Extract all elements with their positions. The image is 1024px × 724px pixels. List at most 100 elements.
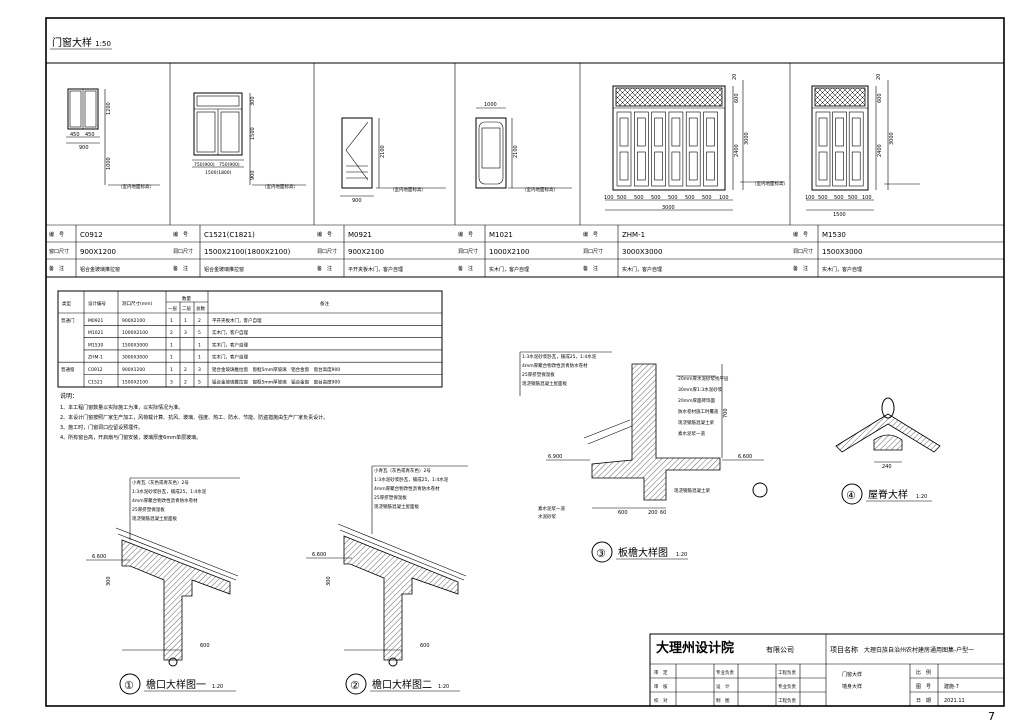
- info-4-note: 实木门，客户自理: [622, 266, 662, 273]
- slab-eave-detail: 1:3水泥砂浆卧瓦，铺成25，1:4水泥 4mm厚聚合物改性沥青防水卷材 25厚…: [519, 351, 768, 563]
- info-0-note-label: 备 注: [49, 265, 64, 272]
- info-1-note-label: 备 注: [173, 265, 188, 272]
- d3-dim-4: 700: [723, 408, 729, 418]
- c1521-dim-top: 300: [250, 96, 256, 106]
- company-name: 大理州设计院: [656, 640, 734, 656]
- schedule-row-4-total: 3: [198, 367, 201, 373]
- title-block-cell-0-2: 专业负责: [716, 669, 734, 676]
- schedule-row-0-size: 900X2100: [122, 318, 145, 324]
- d2-scale: 1:20: [438, 684, 449, 690]
- info-5-note: 实木门，客户自理: [822, 266, 862, 273]
- zhm1-dim-8: 100: [719, 195, 729, 201]
- zhm1-dim-5: 500: [668, 195, 678, 201]
- schedule-row-0-code: M0921: [88, 318, 103, 324]
- schedule-row-4-size: 900X1200: [122, 367, 145, 373]
- schedule-row-5-total: 5: [198, 379, 201, 385]
- title-block-cell-1-2: 设 计: [716, 683, 730, 690]
- schedule-row-0-f1: 1: [170, 318, 173, 324]
- m1530-dim-h2: 2400: [877, 144, 883, 157]
- info-5-code: M1530: [822, 231, 846, 239]
- c1521-dim-w1: 750(900): [194, 162, 215, 168]
- d3-scale: 1:20: [676, 552, 687, 558]
- d4-title: 屋脊大样: [868, 488, 908, 501]
- c1521-floor-label: （室内地面标高）: [262, 183, 298, 190]
- schedule-row-2-note: 实木门，客户自理: [212, 341, 248, 348]
- header-title: 门窗大样 1:50: [52, 36, 111, 49]
- title-block-cell-2-4: 工程负责: [778, 697, 796, 704]
- info-5-note-label: 备 注: [793, 265, 808, 272]
- title-block-cell-1-0: 审 核: [654, 683, 668, 690]
- d1-layer-4: 25厚挤塑保温板: [132, 506, 165, 513]
- sheet-frame: [45, 17, 1005, 707]
- d2-title: 檐口大样图二: [372, 678, 432, 691]
- d1-dim-1: 300: [106, 576, 112, 586]
- m1021-elevation: 1000 2100 （室内地面标高）: [475, 102, 572, 193]
- c1521-dim-w2: 750(900): [219, 162, 240, 168]
- d2-layer-5: 现浇钢筋混凝土屋面板: [374, 503, 419, 510]
- schedule-row-3-note: 实木门，客户自理: [212, 354, 248, 361]
- schedule-row-1-total: 5: [198, 330, 201, 336]
- title-block-cell-0-4: 工程负责: [778, 669, 796, 676]
- info-1-size-label: 洞口尺寸: [173, 248, 193, 255]
- schedule-row-1-f2: 3: [184, 330, 187, 336]
- c1521-dim-h: 1500: [250, 127, 256, 140]
- schedule-header-4: 备注: [320, 300, 329, 307]
- d3-note-3: 现浇钢筋混凝土梁: [674, 487, 710, 494]
- c0912-dim-h1: 1200: [106, 102, 112, 115]
- schedule-row-2-total: 1: [198, 342, 201, 348]
- zhm1-dim-4: 500: [651, 195, 661, 201]
- schedule-row-4-f1: 1: [170, 367, 173, 373]
- zhm1-dim-h3: 3000: [744, 132, 750, 145]
- d1-number-circle: [119, 673, 141, 695]
- d3-layer-5: 20mm厚水泥砂浆找平层: [678, 375, 729, 382]
- project-name: 大理白族自治州农村建房通用图集-户型一: [864, 646, 974, 654]
- info-5-size-label: 洞口尺寸: [793, 248, 813, 255]
- info-3-size-label: 洞口尺寸: [458, 248, 478, 255]
- schedule-row-5-f1: 3: [170, 379, 173, 385]
- d3-layer-10: 素水泥浆一道: [678, 430, 705, 437]
- c0912-dim-h2: 1000: [106, 157, 112, 170]
- info-2-code: M0921: [348, 231, 372, 239]
- d2-layer-3: 4mm厚聚合物改性沥青防水卷材: [374, 485, 440, 492]
- general-notes: 说明： 1、本工程门窗数量以实际施工为准，以实际情况为准。 2、本设计门窗按照厂…: [60, 392, 328, 441]
- c1521-dim-total: 1500(1800): [205, 170, 232, 176]
- info-5-code-label: 编 号: [793, 231, 808, 238]
- schedule-row-3-f1: 1: [170, 355, 173, 361]
- d4-scale: 1:20: [916, 494, 927, 500]
- info-2-size-label: 洞口尺寸: [317, 248, 337, 255]
- m0921-dim-h: 2100: [380, 145, 386, 158]
- d4-dim-1: 240: [882, 464, 892, 470]
- c1521-dim-sill: 900: [250, 170, 256, 180]
- schedule-row-1-code: M1021: [88, 330, 103, 336]
- schedule-row-2-code: M1530: [88, 342, 103, 348]
- title-block-cell-0-0: 审 定: [654, 669, 668, 676]
- schedule-row-0-type: 普通门: [61, 317, 75, 324]
- d3-number-circle: [591, 541, 613, 563]
- info-4-code-label: 编 号: [583, 231, 598, 238]
- d1-dim-2: 600: [200, 643, 210, 649]
- info-4-size-label: 洞口尺寸: [583, 248, 603, 255]
- zhm1-dim-2: 500: [617, 195, 627, 201]
- c0912-floor-label: （室内地面标高）: [118, 183, 154, 190]
- info-4-note-label: 备 注: [583, 265, 598, 272]
- info-2-note-label: 备 注: [317, 265, 332, 272]
- info-3-note-label: 备 注: [458, 265, 473, 272]
- schedule-row-5-code: C1521: [88, 379, 103, 385]
- d3-layer-6: 30mm厚1:3水泥砂浆: [678, 386, 723, 393]
- d1-layer-3: 4mm厚聚合物改性沥青防水卷材: [132, 497, 198, 504]
- schedule-row-0-note: 平开夹板木门，客户自理: [212, 317, 262, 324]
- schedule-row-1-size: 1000X2100: [122, 330, 148, 336]
- d2-layer-2: 1:3水泥砂浆卧瓦，铺成25，1:4水泥: [374, 476, 449, 483]
- m1530-dim-3: 500: [834, 195, 844, 201]
- title-block: 大理州设计院 有限公司 项目名称 大理白族自治州农村建房通用图集-户型一 审 定…: [649, 633, 1005, 707]
- m1530-elevation: 100 500 500 500 100 1500 20 600 2400 300…: [805, 74, 920, 218]
- info-3-size: 1000X2100: [489, 248, 529, 256]
- d3-elevation-2: 6.600: [738, 454, 752, 460]
- d2-layer-1: 小青瓦（灰色或青灰色）2号: [374, 467, 431, 474]
- d3-elevation: 6.900: [548, 454, 562, 460]
- d2-layer-4: 25厚挤塑保温板: [374, 494, 407, 501]
- note-1: 1、本工程门窗数量以实际施工为准，以实际情况为准。: [60, 404, 183, 411]
- m1530-dim-total: 1500: [833, 212, 846, 218]
- schedule-row-1-f1: 2: [170, 330, 173, 336]
